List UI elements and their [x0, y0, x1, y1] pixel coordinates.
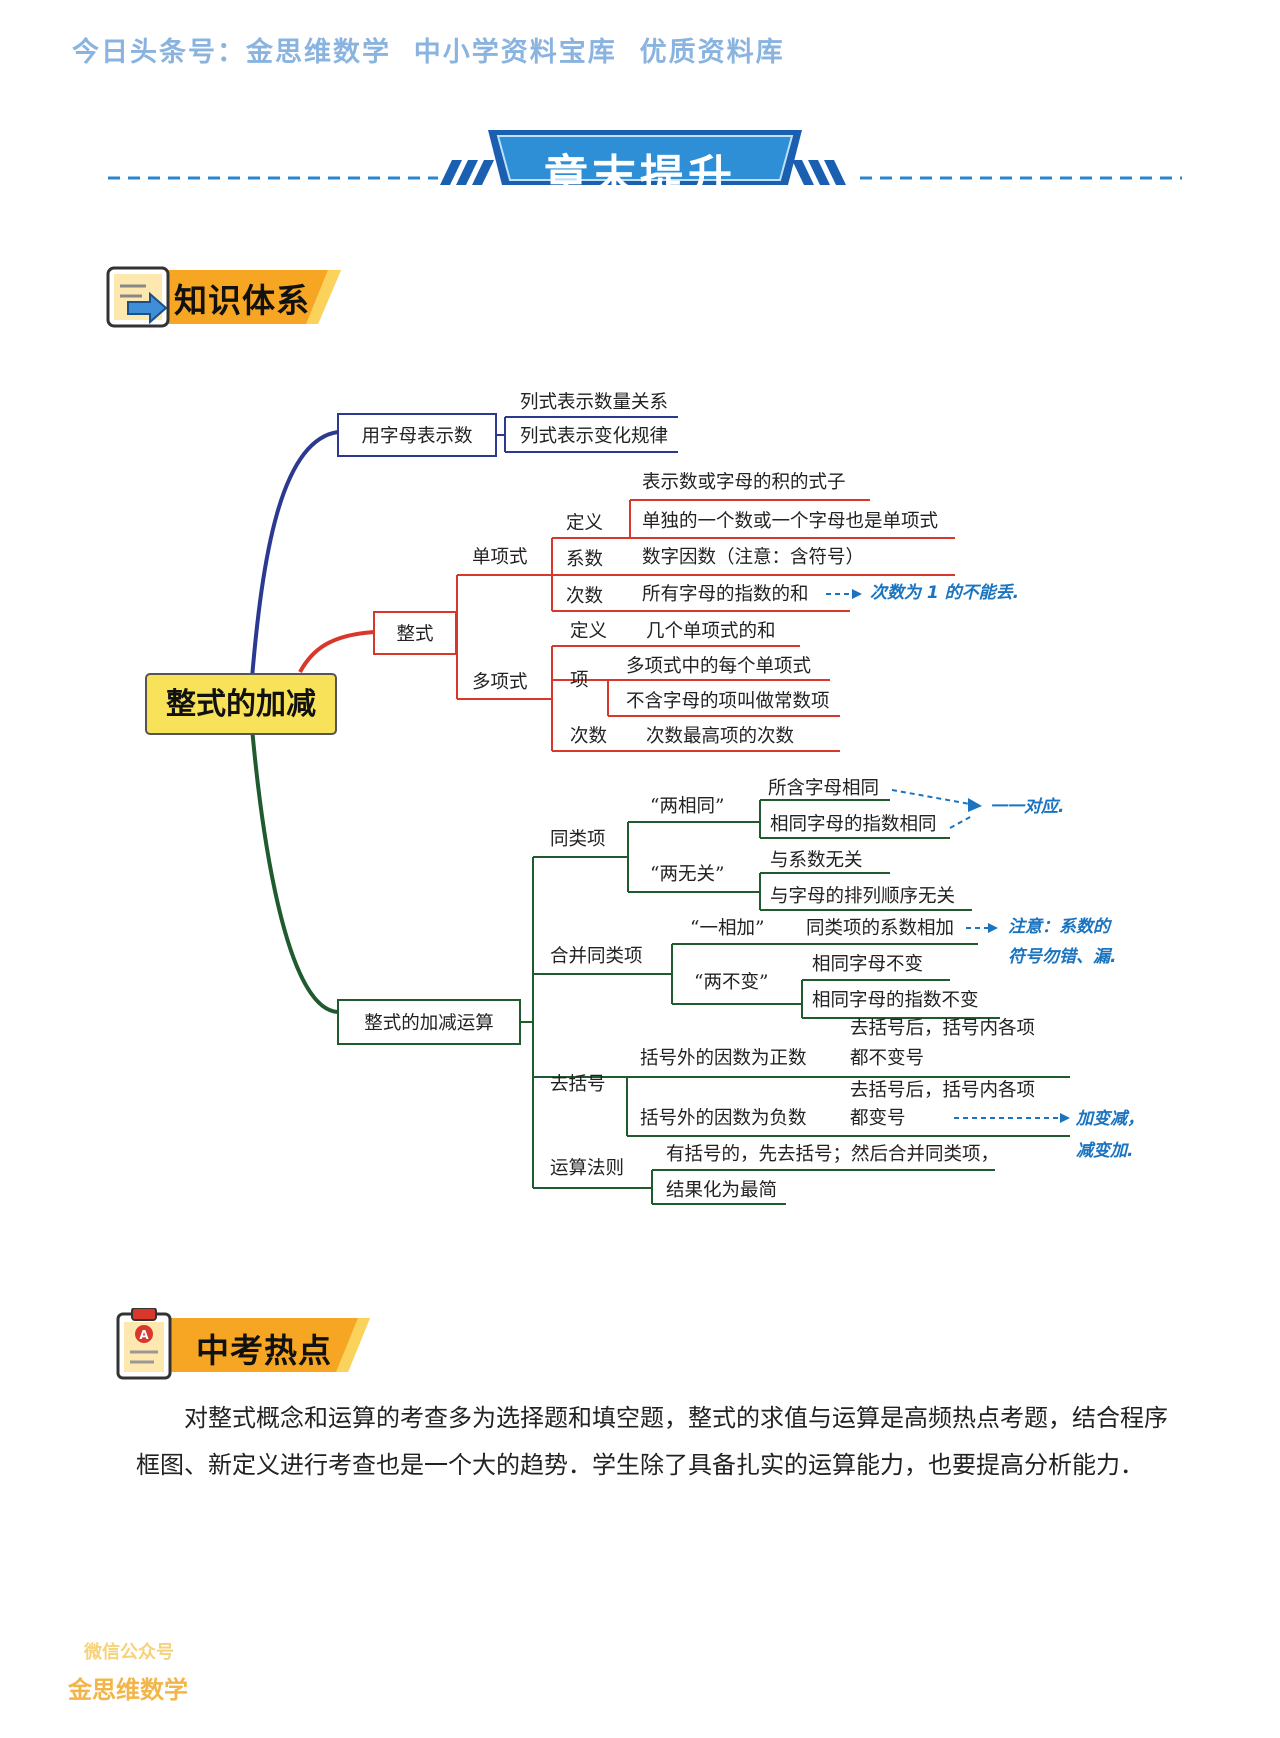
root-node — [145, 673, 337, 735]
mono-coef-label: 系数 — [566, 549, 603, 570]
combine-two-keep: “两不变” — [694, 972, 768, 993]
node-letters-label: 用字母表示数 — [361, 426, 472, 447]
footer-watermark-2: 金思维数学 — [68, 1676, 188, 1704]
bracket-pos-r2: 都不变号 — [850, 1048, 924, 1069]
root-label: 整式的加减 — [166, 687, 316, 722]
poly-def: 几个单项式的和 — [646, 621, 776, 642]
section-knowledge-title: 知识体系 — [174, 281, 310, 320]
mono-def-label: 定义 — [566, 513, 603, 534]
like-none-2: 与字母的排列顺序无关 — [770, 886, 955, 907]
mono-def-top: 表示数或字母的积的式子 — [642, 472, 846, 493]
poly-term-1: 多项式中的每个单项式 — [626, 656, 811, 677]
node-polynomial-label: 整式 — [396, 624, 433, 645]
rule-1: 有括号的，先去括号；然后合并同类项， — [666, 1144, 999, 1165]
bracket-pos: 括号外的因数为正数 — [640, 1048, 807, 1069]
like-none-1: 与系数无关 — [770, 850, 863, 871]
poly-term-label: 项 — [570, 670, 589, 691]
mono-deg-label: 次数 — [566, 586, 603, 607]
poly-label: 多项式 — [472, 672, 528, 693]
bracket-neg-r1: 去括号后，括号内各项 — [850, 1080, 1035, 1101]
branch-line-2 — [298, 630, 375, 673]
poly-deg-label: 次数 — [570, 726, 607, 747]
like-label: 同类项 — [550, 829, 606, 850]
like-two-same: “两相同” — [650, 796, 724, 817]
combine-note-1: 注意：系数的 — [1008, 917, 1113, 937]
mono-deg: 所有字母的指数的和 — [642, 584, 809, 605]
node-polynomial — [373, 611, 457, 655]
banner-title: 章末提升 — [544, 151, 736, 202]
bracket-note-2: 减变加. — [1076, 1141, 1133, 1161]
like-two-none: “两无关” — [650, 864, 724, 885]
book-icon — [106, 266, 341, 328]
combine-keep-1: 相同字母不变 — [812, 954, 923, 975]
like-same-note: 一一对应. — [990, 797, 1064, 817]
mono-def: 单独的一个数或一个字母也是单项式 — [642, 511, 938, 532]
footer-watermark-1: 微信公众号 — [84, 1642, 174, 1663]
bracket-neg-r2: 都变号 — [850, 1108, 906, 1129]
mono-label: 单项式 — [472, 547, 528, 568]
b1-item-1: 列式表示数量关系 — [520, 392, 668, 413]
bracket-note-1: 加变减， — [1075, 1109, 1144, 1129]
bracket-neg: 括号外的因数为负数 — [640, 1108, 807, 1129]
rule-2: 结果化为最简 — [666, 1180, 777, 1201]
like-same-2: 相同字母的指数相同 — [770, 814, 937, 835]
mono-deg-note: 次数为 1 的不能丢. — [870, 583, 1019, 603]
svg-text:A: A — [139, 1328, 149, 1342]
node-letters — [337, 413, 497, 457]
branch-line-1 — [250, 430, 339, 679]
poly-term-2: 不含字母的项叫做常数项 — [626, 691, 830, 712]
rule-label: 运算法则 — [550, 1158, 624, 1179]
hotspot-paragraph: 对整式概念和运算的考查多为选择题和填空题，整式的求值与运算是高频热点考题，结合程… — [136, 1404, 1168, 1479]
poly-deg: 次数最高项的次数 — [646, 726, 794, 747]
node-operations — [337, 999, 521, 1045]
b1-item-2: 列式表示变化规律 — [520, 426, 668, 447]
bracket-pos-r1: 去括号后，括号内各项 — [850, 1018, 1035, 1039]
chapter-banner — [108, 130, 1182, 185]
combine-label: 合并同类项 — [550, 946, 643, 967]
like-same-1: 所含字母相同 — [768, 778, 879, 799]
header-watermark: 今日头条号：金思维数学 中小学资料宝库 优质资料库 — [72, 37, 785, 68]
section-hotspot-title: 中考热点 — [196, 1331, 332, 1370]
branch-line-3 — [250, 727, 339, 1014]
mindmap: 整式的加减 用字母表示数 列式表示数量关系 列式表示变化规律 整式 单项式 多项… — [145, 392, 1144, 1205]
node-operations-label: 整式的加减运算 — [364, 1013, 494, 1034]
clipboard-icon: A — [116, 1308, 370, 1380]
poly-def-label: 定义 — [570, 621, 607, 642]
combine-keep-2: 相同字母的指数不变 — [812, 990, 979, 1011]
combine-one-add: “一相加” — [690, 918, 764, 939]
mono-coef: 数字因数（注意：含符号） — [642, 547, 864, 568]
bracket-label: 去括号 — [550, 1074, 606, 1095]
combine-add: 同类项的系数相加 — [806, 918, 954, 939]
combine-note-2: 符号勿错、漏. — [1008, 947, 1116, 967]
